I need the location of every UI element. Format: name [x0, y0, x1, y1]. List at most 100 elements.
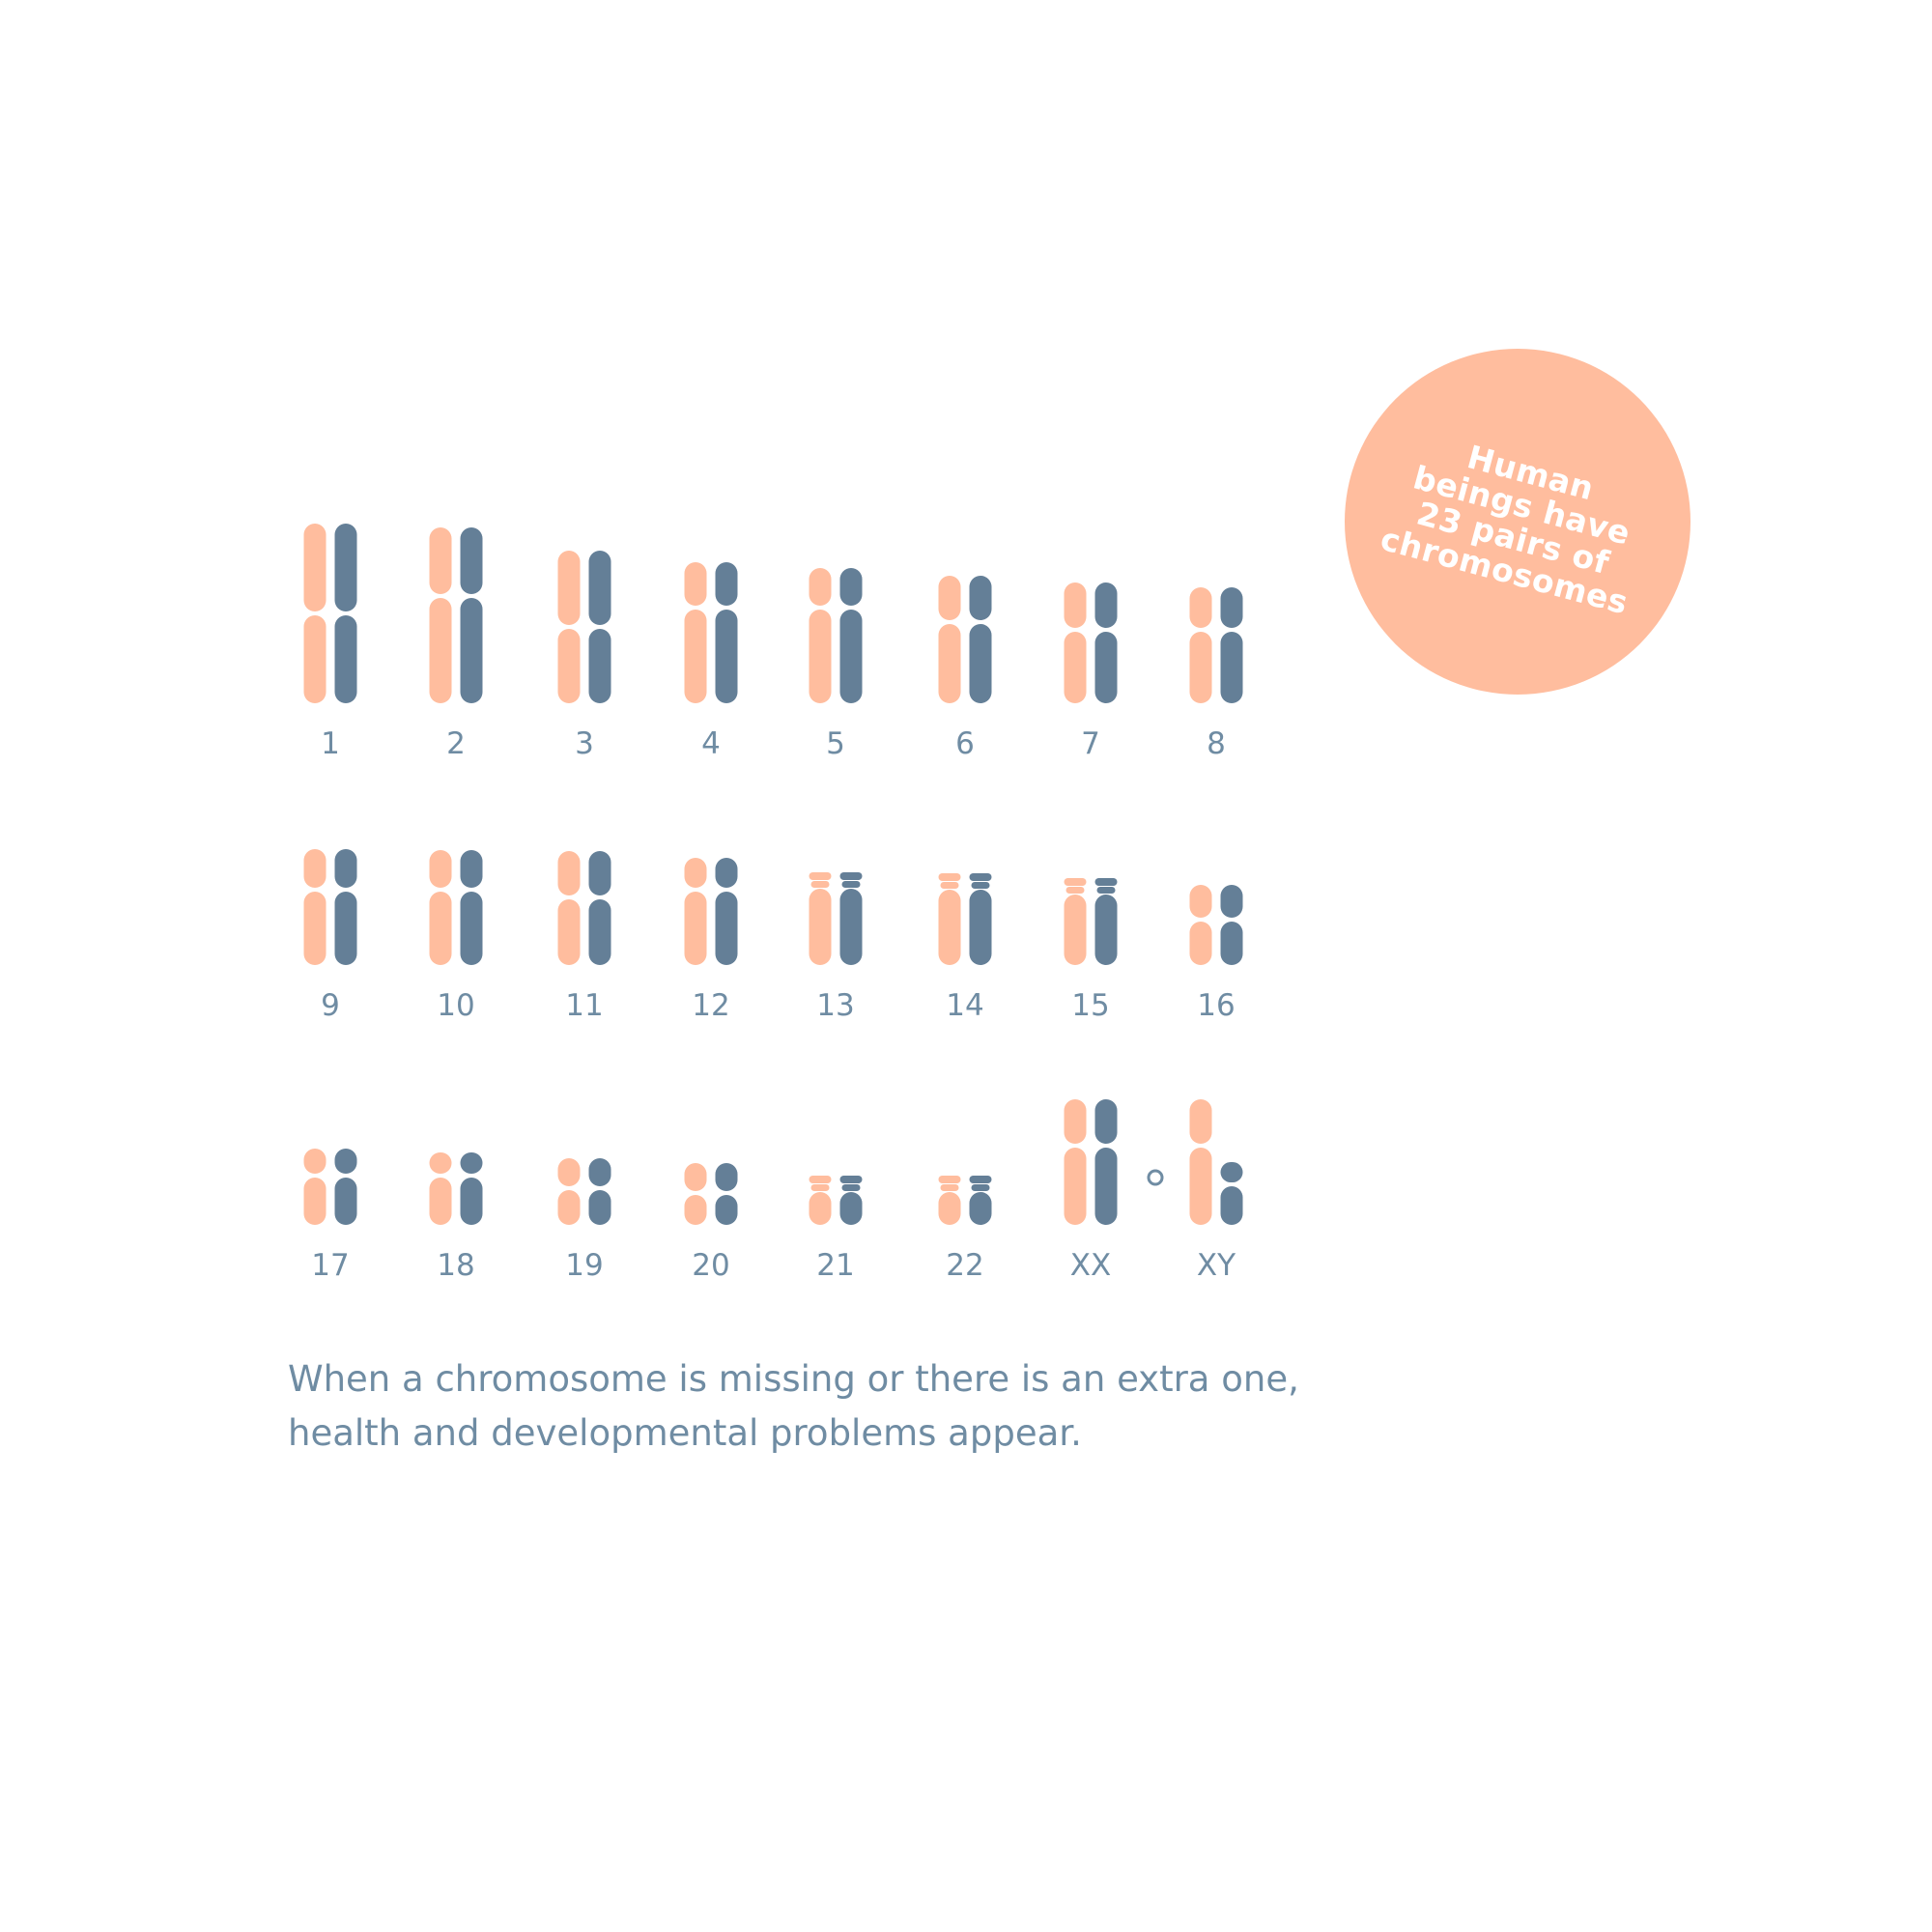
chromosome-7-paternal-p-arm: [1094, 582, 1118, 628]
chromosome-13-maternal-p-arm: [810, 881, 830, 888]
chromosome-11-maternal-p-arm: [557, 851, 581, 895]
chromosome-19-maternal-p-arm: [557, 1158, 581, 1186]
chromosome-18-maternal-q-arm: [429, 1178, 452, 1225]
chromosome-4-maternal-q-arm: [684, 610, 707, 703]
pair-label-10: 10: [437, 988, 474, 1023]
chromosome-18-maternal-p-arm: [429, 1152, 452, 1174]
pair-label-3: 3: [575, 726, 594, 761]
info-badge: Human beings have 23 pairs of chromosome…: [1345, 349, 1690, 695]
chromosome-7-maternal-q-arm: [1064, 632, 1087, 703]
chromosome-17-maternal-q-arm: [303, 1178, 327, 1225]
chromosome-20-paternal-p-arm: [715, 1163, 738, 1191]
chromosome-21-maternal-p-arm: [810, 1184, 830, 1191]
chromosome-15-maternal-p-arm: [1065, 887, 1085, 894]
chromosome-20-maternal-p-arm: [684, 1163, 707, 1191]
chromosome-21-maternal-q-arm: [809, 1192, 832, 1225]
chromosome-14-maternal-p-arm: [940, 882, 959, 889]
chromosome-8-maternal-q-arm: [1189, 632, 1212, 703]
chromosome-21-paternal-satellite: [839, 1176, 863, 1183]
badge-text: Human beings have 23 pairs of chromosome…: [1377, 438, 1635, 622]
pair-label-21: 21: [816, 1248, 854, 1283]
chromosome-4-paternal-q-arm: [715, 610, 738, 703]
chromosome-13-maternal-satellite: [809, 872, 832, 880]
pair-label-xy: XY: [1197, 1248, 1236, 1283]
chromosome-22-maternal-q-arm: [938, 1192, 961, 1225]
chromosome-14-paternal-p-arm: [971, 882, 990, 889]
chromosome-5-maternal-p-arm: [809, 568, 832, 606]
caption: When a chromosome is missing or there is…: [288, 1352, 1447, 1461]
chromosome-9-maternal-p-arm: [303, 849, 327, 888]
pair-label-5: 5: [826, 726, 845, 761]
chromosome-14-paternal-satellite: [969, 873, 992, 881]
chromosome-1-maternal-p-arm: [303, 524, 327, 611]
chromosome-15-paternal-q-arm: [1094, 895, 1118, 965]
chromosome-19-maternal-q-arm: [557, 1190, 581, 1225]
chromosome-18-paternal-p-arm: [460, 1152, 483, 1174]
chromosome-1-paternal-p-arm: [334, 524, 357, 611]
chromosome-12-paternal-q-arm: [715, 892, 738, 965]
pair-label-9: 9: [321, 988, 340, 1023]
chromosome-22-paternal-p-arm: [971, 1184, 990, 1191]
pair-label-2: 2: [446, 726, 466, 761]
chromosome-20-maternal-q-arm: [684, 1195, 707, 1225]
pair-label-20: 20: [692, 1248, 729, 1283]
chromosome-16-maternal-q-arm: [1189, 922, 1212, 965]
caption-line-1: When a chromosome is missing or there is…: [288, 1358, 1299, 1400]
chromosome-10-paternal-q-arm: [460, 892, 483, 965]
chromosome-13-paternal-q-arm: [839, 889, 863, 965]
chromosome-16-paternal-p-arm: [1220, 885, 1243, 918]
chromosome-8-paternal-q-arm: [1220, 632, 1243, 703]
pair-label-18: 18: [437, 1248, 474, 1283]
pair-label-11: 11: [565, 988, 603, 1023]
chromosome-6-maternal-p-arm: [938, 576, 961, 620]
chromosome-3-paternal-q-arm: [588, 629, 611, 703]
chromosome-6-paternal-q-arm: [969, 624, 992, 703]
chromosome-xx-paternal-q-arm: [1094, 1148, 1118, 1225]
pair-label-19: 19: [565, 1248, 603, 1283]
chromosome-2-maternal-q-arm: [429, 598, 452, 703]
chromosome-12-paternal-p-arm: [715, 858, 738, 888]
chromosome-15-paternal-satellite: [1094, 878, 1118, 886]
pair-label-16: 16: [1197, 988, 1235, 1023]
chromosome-1-paternal-q-arm: [334, 615, 357, 703]
chromosome-xy-maternal-p-arm: [1189, 1099, 1212, 1144]
chromosome-20-paternal-q-arm: [715, 1195, 738, 1225]
chromosome-2-paternal-p-arm: [460, 527, 483, 594]
chromosome-6-paternal-p-arm: [969, 576, 992, 620]
chromosome-xy-paternal-q-arm: [1220, 1186, 1243, 1225]
separator-dot-icon: [1147, 1169, 1164, 1186]
chromosome-11-paternal-p-arm: [588, 851, 611, 895]
chromosome-15-maternal-q-arm: [1064, 895, 1087, 965]
chromosome-19-paternal-p-arm: [588, 1158, 611, 1186]
chromosome-xx-maternal-q-arm: [1064, 1148, 1087, 1225]
chromosome-12-maternal-p-arm: [684, 858, 707, 888]
chromosome-9-paternal-q-arm: [334, 892, 357, 965]
chromosome-14-paternal-q-arm: [969, 890, 992, 965]
chromosome-4-paternal-p-arm: [715, 562, 738, 606]
pair-label-22: 22: [946, 1248, 983, 1283]
chromosome-18-paternal-q-arm: [460, 1178, 483, 1225]
chromosome-8-paternal-p-arm: [1220, 587, 1243, 628]
chromosome-5-paternal-q-arm: [839, 610, 863, 703]
chromosome-21-paternal-p-arm: [841, 1184, 861, 1191]
chromosome-13-paternal-satellite: [839, 872, 863, 880]
chromosome-16-maternal-p-arm: [1189, 885, 1212, 918]
chromosome-14-maternal-satellite: [938, 873, 961, 881]
chromosome-5-maternal-q-arm: [809, 610, 832, 703]
chromosome-5-paternal-p-arm: [839, 568, 863, 606]
chromosome-xx-maternal-p-arm: [1064, 1099, 1087, 1144]
chromosome-xy-maternal-q-arm: [1189, 1148, 1212, 1225]
chromosome-11-paternal-q-arm: [588, 899, 611, 965]
chromosome-1-maternal-q-arm: [303, 615, 327, 703]
pair-label-12: 12: [692, 988, 729, 1023]
chromosome-17-maternal-p-arm: [303, 1149, 327, 1174]
chromosome-15-paternal-p-arm: [1096, 887, 1116, 894]
chromosome-6-maternal-q-arm: [938, 624, 961, 703]
chromosome-11-maternal-q-arm: [557, 899, 581, 965]
chromosome-3-paternal-p-arm: [588, 551, 611, 625]
pair-label-8: 8: [1207, 726, 1226, 761]
chromosome-xx-paternal-p-arm: [1094, 1099, 1118, 1144]
chromosome-17-paternal-q-arm: [334, 1178, 357, 1225]
chromosome-15-maternal-satellite: [1064, 878, 1087, 886]
